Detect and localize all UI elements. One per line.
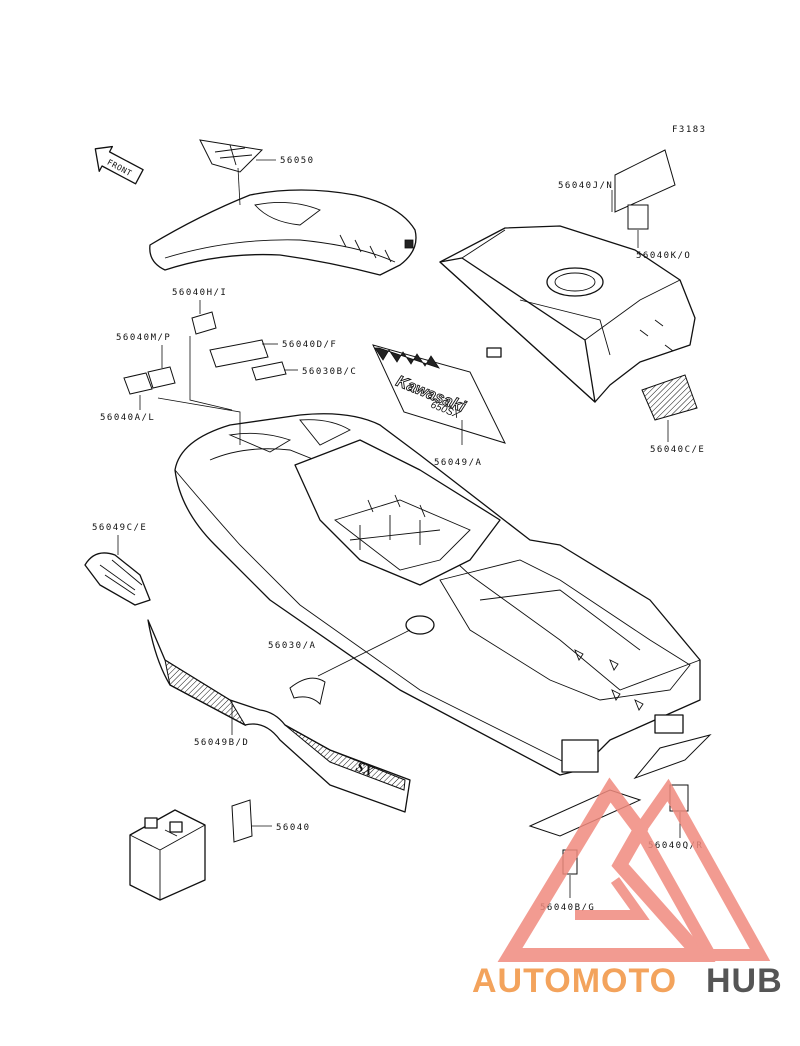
callout-56030a: 56030/A (268, 641, 316, 651)
callout-56040al: 56040A/L (100, 413, 155, 423)
callout-56049bd: 56049B/D (194, 738, 249, 748)
decal-56050 (199, 139, 264, 206)
callout-56040bg: 56040B/G (540, 903, 595, 913)
decal-56040-bottom-b (633, 734, 712, 780)
callout-56040ko: 56040K/O (636, 251, 691, 261)
decal-56040ce (641, 374, 698, 421)
callout-56040: 56040 (276, 823, 311, 833)
decal-56030a (289, 677, 326, 705)
front-arrow: FRONT (94, 145, 144, 185)
callout-56040mp: 56040M/P (116, 333, 171, 343)
callout-56040ce: 56040C/E (650, 445, 705, 455)
watermark-logo-icon (497, 777, 771, 962)
watermark: AUTOMOTO HUB (472, 777, 783, 1000)
callout-56030bc: 56030B/C (302, 367, 357, 377)
decal-56040jn (614, 149, 676, 213)
decal-56040df-a (209, 339, 269, 368)
battery (129, 809, 206, 901)
callout-56040qr: 56040Q/R (648, 841, 703, 851)
callout-56049a: 56049/A (434, 458, 482, 468)
hull-logo-text: SX (354, 760, 376, 781)
callout-56049ce: 56049C/E (92, 523, 147, 533)
decal-56049ce (84, 552, 151, 606)
watermark-text-1: AUTOMOTO (472, 962, 677, 1000)
hull-stripe: SX (147, 619, 411, 813)
hull (174, 413, 701, 776)
kawasaki-decal: Kawasaki 650SX (372, 344, 506, 445)
rear-tray (439, 225, 696, 403)
callout-56040jn: 56040J/N (558, 181, 613, 191)
decal-56040df-b (251, 361, 287, 381)
callout-56050: 56050 (280, 156, 315, 166)
engine-hood (149, 189, 417, 276)
decal-56040 (231, 799, 253, 843)
figure-code: F3183 (672, 125, 707, 135)
callout-56040df: 56040D/F (282, 340, 337, 350)
decal-56040al (123, 372, 153, 395)
decal-56040mp (147, 366, 176, 389)
callout-56040hi: 56040H/I (172, 288, 227, 298)
decal-56040ko (627, 204, 649, 230)
decal-56040hi (191, 311, 217, 335)
watermark-text-2: HUB (706, 962, 783, 1000)
